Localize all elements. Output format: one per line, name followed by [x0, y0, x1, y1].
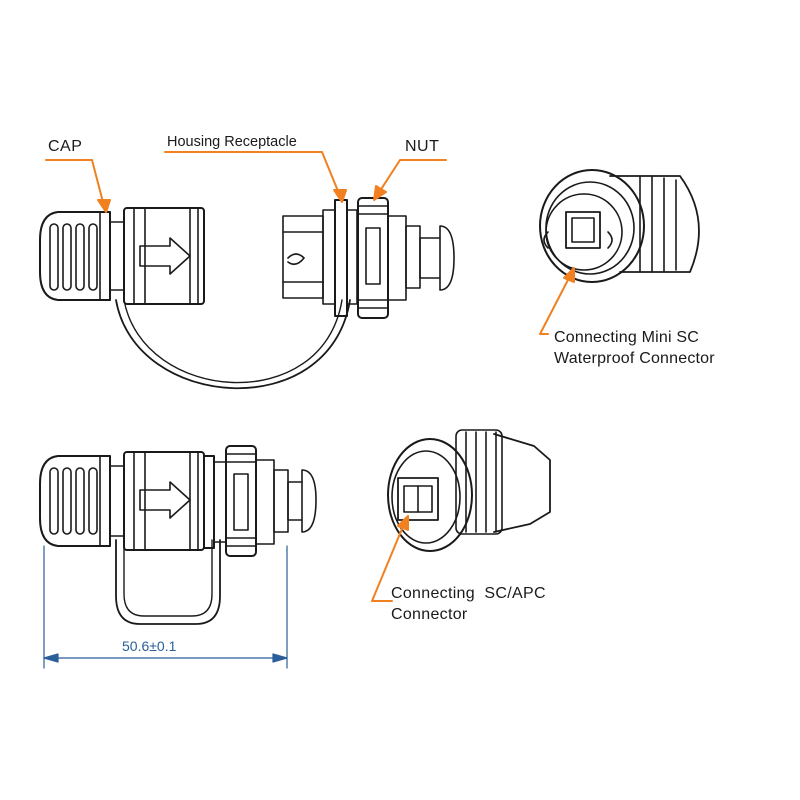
nut-leader [377, 159, 447, 195]
arrow-icon [139, 481, 191, 519]
assembled-assembly [39, 445, 317, 625]
dimension-indicator [43, 545, 288, 669]
sc-apc-port [387, 429, 551, 552]
sc-apc-leader [371, 523, 405, 602]
cap-leader [45, 159, 105, 207]
mini-sc-caption: Connecting Mini SC Waterproof Connector [554, 327, 715, 369]
sc-apc-caption: Connecting SC/APC Connector [391, 583, 546, 625]
nut-label: NUT [405, 138, 440, 155]
cap-label: CAP [48, 138, 83, 155]
sc-apc-caption-line1: Connecting SC/APC [391, 585, 546, 602]
exploded-assembly [39, 197, 455, 390]
dimension-value: 50.6±0.1 [122, 638, 177, 654]
sc-apc-caption-line2: Connector [391, 606, 468, 623]
cap-part [39, 207, 205, 305]
arrow-icon [139, 237, 191, 275]
mini-sc-port [539, 169, 700, 283]
housing-receptacle-part [282, 199, 358, 317]
nut-part [357, 197, 455, 319]
leader-lines [45, 151, 575, 602]
mini-sc-leader [539, 275, 571, 335]
mini-sc-caption-line2: Waterproof Connector [554, 350, 715, 367]
housing-receptacle-label: Housing Receptacle [167, 134, 297, 150]
housing-leader [164, 151, 341, 197]
mini-sc-caption-line1: Connecting Mini SC [554, 329, 699, 346]
